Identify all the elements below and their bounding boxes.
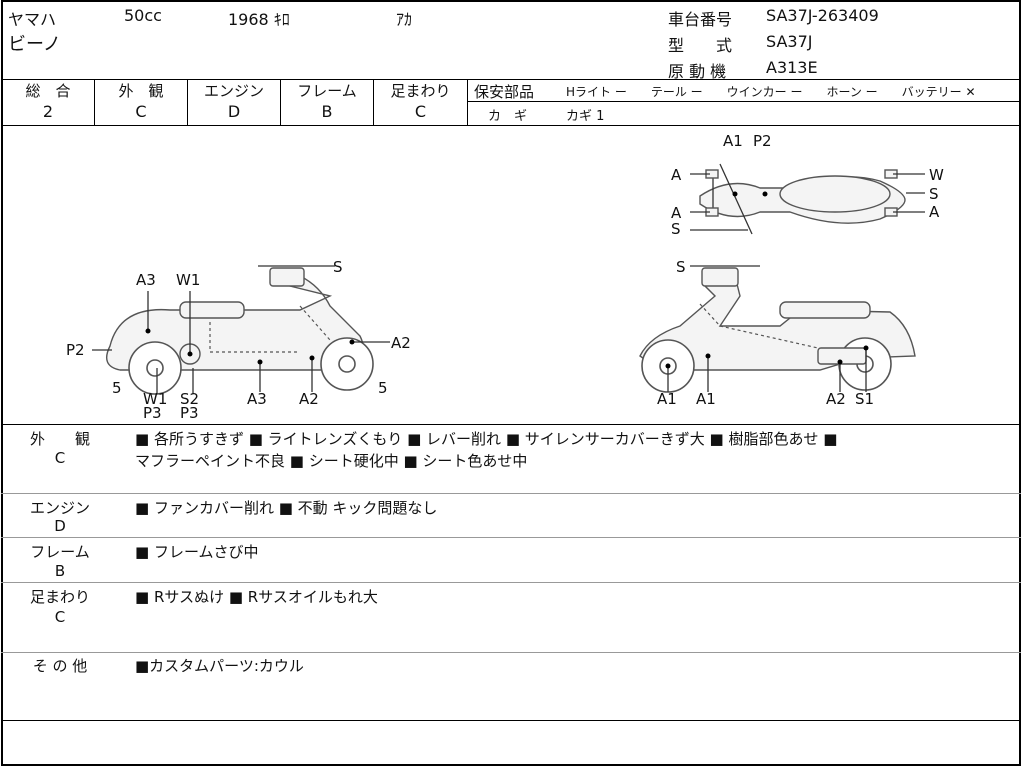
damage-code-label: A3 [136, 271, 156, 289]
frame-grade: B [321, 102, 333, 121]
damage-code-label: A [929, 203, 940, 221]
remark-label-frame: フレーム [30, 543, 90, 561]
damage-code-label: S [929, 185, 939, 203]
scooter-right-view [639, 265, 916, 393]
scooter-left-view [92, 265, 390, 395]
damage-code-label: P3 [180, 404, 199, 422]
color: ｱｶ [396, 10, 413, 29]
damage-code-label: S [671, 220, 681, 238]
remark-label-exterior: 外 観 [29, 430, 90, 448]
type-value: SA37J [766, 32, 813, 51]
damage-code-label: W1 [176, 271, 201, 289]
divider [467, 79, 468, 125]
remark-text: ■ Rサスぬけ ■ Rサスオイルもれ大 [135, 588, 378, 606]
divider [1, 125, 1021, 126]
divider [1, 652, 1021, 653]
damage-code-label: A1 [696, 390, 716, 408]
divider [1, 493, 1021, 494]
remark-label-other: そ の 他 [32, 657, 88, 675]
frame-number-label: 車台番号 [668, 10, 733, 29]
divider [1, 582, 1021, 583]
mileage: 1968 ｷﾛ [228, 10, 290, 29]
damage-code-label: P2 [66, 341, 85, 359]
damage-code-label: A2 [299, 390, 319, 408]
engine-grade: D [227, 102, 241, 121]
engine-value: A313E [766, 58, 818, 77]
damage-code-label: 5 [378, 379, 388, 397]
remark-text: ■ 各所うすきず ■ ライトレンズくもり ■ レバー削れ ■ サイレンサーカバー… [135, 430, 838, 448]
damage-code-label: A2 [826, 390, 846, 408]
remark-grade-suspension: C [54, 608, 66, 626]
overall-label: 総 合 [25, 82, 71, 100]
key-label: カ ギ [488, 109, 528, 124]
divider [373, 79, 374, 125]
remark-text: マフラーペイント不良 ■ シート硬化中 ■ シート色あせ中 [135, 452, 528, 470]
damage-code-label: S [676, 258, 686, 276]
remark-text: ■ ファンカバー削れ ■ 不動 キック問題なし [135, 499, 438, 517]
remark-grade-engine: D [54, 517, 66, 535]
damage-code-label: A [671, 204, 682, 222]
safety-label: 保安部品 [474, 83, 535, 101]
scooter-diagram [92, 163, 925, 395]
engine-label: 原 動 機 [668, 62, 727, 81]
damage-code-label: W1 [143, 390, 168, 408]
exterior-label: 外 観 [118, 82, 164, 100]
remark-label-suspension: 足まわり [29, 588, 90, 606]
damage-code-label: P3 [143, 404, 162, 422]
damage-code-label: A2 [391, 334, 411, 352]
suspension-grade-label: 足まわり [390, 82, 451, 100]
remark-grade-exterior: C [54, 449, 66, 467]
divider [1, 720, 1021, 721]
damage-code-label: S [333, 258, 343, 276]
damage-code-label: 5 [112, 379, 122, 397]
remark-label-engine: エンジン [29, 499, 90, 517]
divider [1, 79, 1021, 80]
displacement: 50cc [124, 6, 162, 25]
overall-grade: 2 [42, 102, 54, 121]
type-label: 型 式 [668, 36, 733, 55]
divider [1, 424, 1021, 425]
remark-grade-frame: B [54, 562, 66, 580]
divider [280, 79, 281, 125]
divider [467, 101, 1021, 102]
safety-items: Hライト ー テール ー ウインカー ー ホーン ー バッテリー ✕ [566, 85, 976, 99]
exterior-grade: C [135, 102, 147, 121]
damage-code-label: A3 [247, 390, 267, 408]
engine-grade-label: エンジン [203, 82, 264, 100]
suspension-grade: C [414, 102, 427, 121]
damage-code-label: W [929, 166, 944, 184]
divider [94, 79, 95, 125]
frame-number: SA37J-263409 [766, 6, 879, 25]
remark-text: ■ フレームさび中 [135, 543, 259, 561]
divider [1, 537, 1021, 538]
maker: ヤマハ [8, 10, 57, 29]
frame-grade-label: フレーム [297, 82, 357, 100]
damage-code-label: P2 [753, 132, 772, 150]
damage-code-label: S2 [180, 390, 200, 408]
model-name: ビーノ [8, 34, 61, 55]
damage-code-label: A1 [657, 390, 677, 408]
scooter-top-view [690, 163, 925, 235]
damage-code-label: A [671, 166, 682, 184]
damage-code-label: S1 [855, 390, 875, 408]
damage-code-label: A1 [723, 132, 743, 150]
divider [187, 79, 188, 125]
key-value: カギ 1 [566, 109, 605, 124]
remark-text: ■カスタムパーツ:カウル [135, 657, 304, 675]
